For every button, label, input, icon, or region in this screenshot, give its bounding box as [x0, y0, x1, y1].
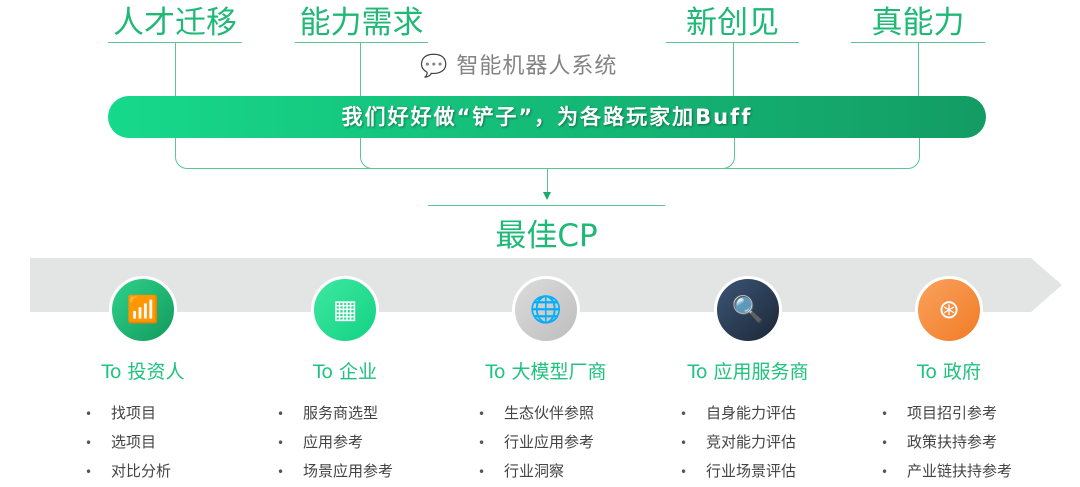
- best-cp: 最佳CP: [428, 205, 665, 255]
- list-item: 项目招引参考: [881, 399, 1049, 428]
- list-item: 服务商选型: [277, 399, 445, 428]
- column-title: To 投资人: [101, 361, 185, 383]
- list-item: 行业场景评估: [680, 457, 848, 486]
- list-item: 找项目: [85, 399, 243, 428]
- column-title: To 企业: [312, 361, 378, 383]
- column-enterprise: ▦ To 企业 服务商选型应用参考场景应用参考: [245, 276, 445, 486]
- label-capability-demand: 能力需求: [295, 4, 428, 43]
- list-item: 场景应用参考: [277, 457, 445, 486]
- column-government: ⊛ To 政府 项目招引参考政策扶持参考产业链扶持参考: [849, 276, 1049, 486]
- lifebuoy-icon: ⊛: [915, 276, 983, 344]
- list-item: 应用参考: [277, 428, 445, 457]
- list-item: 选项目: [85, 428, 243, 457]
- chart-growth-icon: 📶: [109, 276, 177, 344]
- watermark-text: 智能机器人系统: [456, 54, 618, 79]
- list-item: 自身能力评估: [680, 399, 848, 428]
- list-item: 生态伙伴参照: [478, 399, 646, 428]
- list-item: 政策扶持参考: [881, 428, 1049, 457]
- list-item: 对比分析: [85, 457, 243, 486]
- list-item: 行业洞察: [478, 457, 646, 486]
- label-talent-migration: 人才迁移: [108, 4, 242, 43]
- arrow-line: [547, 169, 548, 193]
- column-title: To 大模型厂商: [485, 361, 607, 383]
- list-item: 产业链扶持参考: [881, 457, 1049, 486]
- column-title: To 应用服务商: [687, 361, 809, 383]
- magnifier-pulse-icon: 🔍: [714, 276, 782, 344]
- label-new-insight: 新创见: [666, 4, 799, 43]
- table-grid-icon: ▦: [311, 276, 379, 344]
- column-model-vendor: 🌐 To 大模型厂商 生态伙伴参照行业应用参考行业洞察: [446, 276, 646, 486]
- column-title: To 政府: [916, 361, 982, 383]
- connector: [360, 42, 361, 96]
- connector: [175, 42, 176, 96]
- column-app-provider: 🔍 To 应用服务商 自身能力评估竞对能力评估行业场景评估: [648, 276, 848, 486]
- connector: [733, 42, 734, 96]
- globe-hand-icon: 🌐: [512, 276, 580, 344]
- watermark: 💬 智能机器人系统: [420, 52, 617, 82]
- list-item: 行业应用参考: [478, 428, 646, 457]
- wechat-icon: 💬: [420, 54, 449, 79]
- column-investor: 📶 To 投资人 找项目选项目对比分析: [43, 276, 243, 486]
- banner: 我们好好做“铲子”，为各路玩家加Buff: [108, 96, 986, 138]
- connector: [918, 42, 919, 96]
- list-item: 竞对能力评估: [680, 428, 848, 457]
- arrow-down-icon: [543, 192, 551, 200]
- label-true-capability: 真能力: [851, 4, 985, 43]
- bracket-inner: [360, 138, 735, 169]
